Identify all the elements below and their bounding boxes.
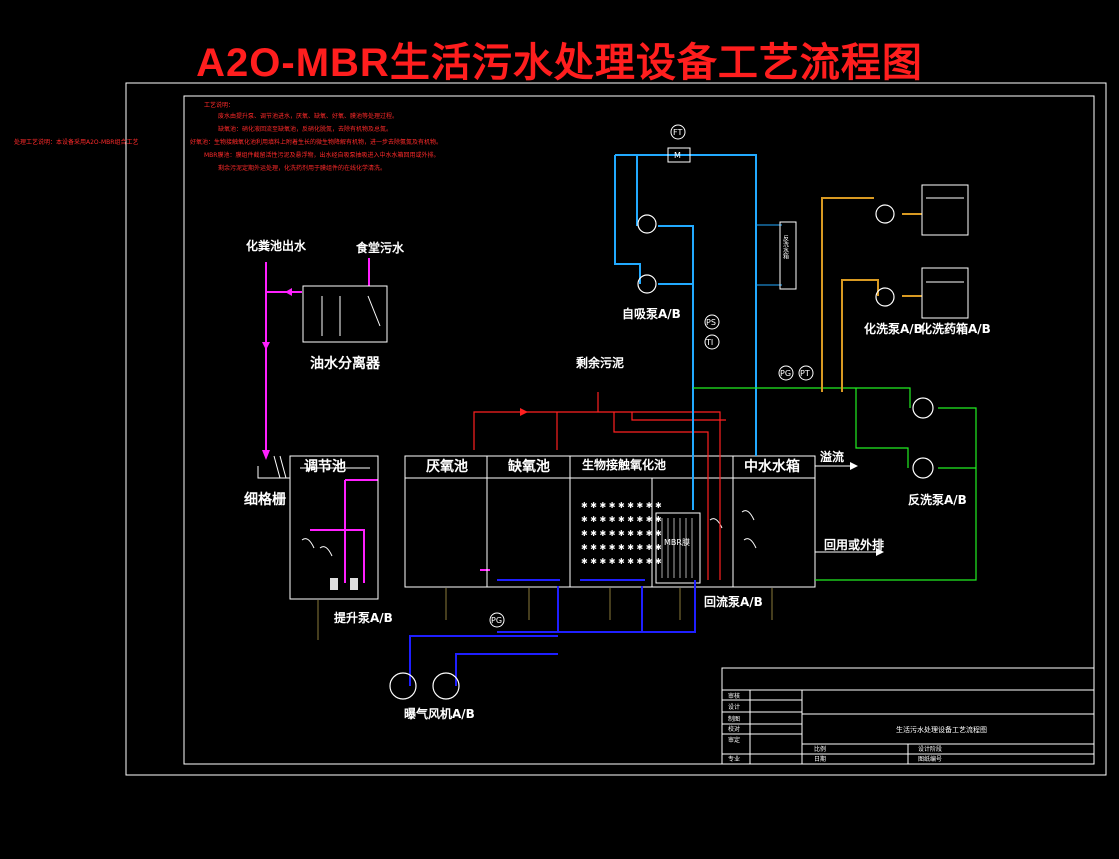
- diagram-labels: 化粪池出水 食堂污水 油水分离器 调节池 细格栅 提升泵A/B 厌氧池 缺氧池 …: [244, 238, 991, 721]
- regulating-label: 调节池: [304, 458, 346, 475]
- grille-label: 细格栅: [244, 491, 286, 508]
- note-line-2: 缺氧池：硝化液回流至缺氧池，反硝化脱氮，去除有机物及总氮。: [218, 125, 392, 133]
- tb-stage: 设计阶段: [918, 745, 942, 753]
- tb-review: 审核: [728, 692, 740, 700]
- backwash-box: [779, 221, 797, 290]
- oil-separator: [302, 285, 388, 343]
- anoxic-label: 缺氧池: [508, 458, 550, 475]
- reactor-block: [404, 455, 816, 588]
- tb-design: 设计: [728, 703, 740, 711]
- tb-major: 专业: [728, 755, 740, 763]
- svg-text:✱ ✱ ✱ ✱ ✱ ✱ ✱ ✱ ✱: ✱ ✱ ✱ ✱ ✱ ✱ ✱ ✱ ✱: [581, 557, 662, 566]
- chem-tank-a: [921, 184, 969, 236]
- chem-tank-b: [921, 267, 969, 319]
- inner-frame: [183, 95, 1095, 765]
- ti-label: TI: [705, 338, 713, 347]
- backwash-box-label: 反洗水箱: [782, 234, 789, 260]
- ft-label: FT: [673, 128, 682, 137]
- regulating-tank: [289, 455, 379, 600]
- pg-label: PG: [780, 369, 791, 378]
- title-block: [721, 667, 1095, 765]
- mbr-module: [655, 512, 701, 584]
- blower-label: 曝气风机A/B: [404, 706, 475, 721]
- backwash-lines: [693, 387, 977, 581]
- page-title: A2O-MBR生活污水处理设备工艺流程图: [196, 41, 923, 85]
- note-side: 处理工艺说明：本设备采用A2O-MBR组合工艺: [14, 138, 138, 146]
- reflux-pump-tank-label: 回流泵A/B: [704, 594, 763, 609]
- canteen-label: 食堂污水: [355, 240, 405, 255]
- chem-pump-label: 化洗泵A/B: [864, 321, 923, 336]
- lift-pump-symbols: [330, 578, 358, 590]
- contact-media: ✱ ✱ ✱ ✱ ✱ ✱ ✱ ✱ ✱ ✱ ✱ ✱ ✱ ✱ ✱ ✱ ✱ ✱ ✱ ✱ …: [581, 501, 662, 566]
- meter-m-label: M: [674, 151, 681, 160]
- note-line-4: MBR膜池：膜组件截留活性污泥及悬浮物，出水经自吸泵抽吸进入中水水箱回用或外排。: [204, 151, 439, 159]
- anaerobic-label: 厌氧池: [426, 458, 468, 475]
- tb-date: 日期: [814, 755, 826, 763]
- pump-symbols: [389, 204, 934, 700]
- chemical-lines: [821, 197, 922, 392]
- outer-frame: [125, 82, 1107, 776]
- water-tank-label: 中水水箱: [744, 458, 800, 475]
- oil-separator-label: 油水分离器: [310, 355, 381, 372]
- note-line-1: 废水由提升泵、调节池进水，厌氧、缺氧、好氧、膜池等处理过程。: [218, 112, 398, 120]
- overflow-label: 溢流: [820, 449, 844, 464]
- reuse-label: 回用或外排: [824, 537, 884, 552]
- sewage-lines: [265, 258, 490, 583]
- process-notes: 工艺说明： 废水由提升泵、调节池进水，厌氧、缺氧、好氧、膜池等处理过程。 缺氧池…: [14, 101, 442, 172]
- contact-label: 生物接触氧化池: [582, 457, 666, 472]
- clean-water-lines: [614, 154, 757, 510]
- note-line-5: 剩余污泥定期外运处理，化洗药剂用于膜组件的在线化学清洗。: [218, 164, 386, 172]
- flow-meter: [667, 147, 691, 163]
- svg-text:✱ ✱ ✱ ✱ ✱ ✱ ✱ ✱ ✱: ✱ ✱ ✱ ✱ ✱ ✱ ✱ ✱ ✱: [581, 501, 662, 510]
- self-pump-label: 自吸泵A/B: [622, 306, 681, 321]
- instrument-symbols: [489, 124, 814, 628]
- svg-text:✱ ✱ ✱ ✱ ✱ ✱ ✱ ✱ ✱: ✱ ✱ ✱ ✱ ✱ ✱ ✱ ✱ ✱: [581, 543, 662, 552]
- ps-label: PS: [706, 318, 716, 327]
- septic-out-label: 化粪池出水: [246, 238, 307, 253]
- pt-label: PT: [800, 369, 810, 378]
- svg-text:✱ ✱ ✱ ✱ ✱ ✱ ✱ ✱ ✱: ✱ ✱ ✱ ✱ ✱ ✱ ✱ ✱ ✱: [581, 529, 662, 538]
- tb-draw: 制图: [728, 715, 740, 723]
- pg2-label: PG: [491, 616, 502, 625]
- chem-tank-label: 化洗药箱A/B: [920, 321, 991, 336]
- sludge-lines: [473, 392, 726, 580]
- air-lines: [409, 579, 696, 686]
- note-line-3: 好氧池：生物接触氧化池利用填料上附着生长的微生物降解有机物，进一步去除氨氮及有机…: [190, 138, 442, 146]
- lift-pump-label: 提升泵A/B: [334, 610, 393, 625]
- tb-drawing-title: 生活污水处理设备工艺流程图: [896, 725, 987, 734]
- svg-text:✱ ✱ ✱ ✱ ✱ ✱ ✱ ✱ ✱: ✱ ✱ ✱ ✱ ✱ ✱ ✱ ✱ ✱: [581, 515, 662, 524]
- tb-scale: 比例: [814, 745, 826, 753]
- excess-sludge-label: 剩余污泥: [576, 355, 624, 370]
- mbr-label: MBR膜: [664, 537, 690, 547]
- notes-title: 工艺说明：: [204, 101, 234, 109]
- tb-number: 图纸编号: [918, 755, 942, 763]
- tb-check: 校对: [728, 725, 740, 733]
- tb-approve: 审定: [728, 736, 740, 744]
- drain-lines: [317, 588, 773, 640]
- backwash-pump-label: 反洗泵A/B: [908, 492, 967, 507]
- mbr-membranes: [661, 518, 693, 578]
